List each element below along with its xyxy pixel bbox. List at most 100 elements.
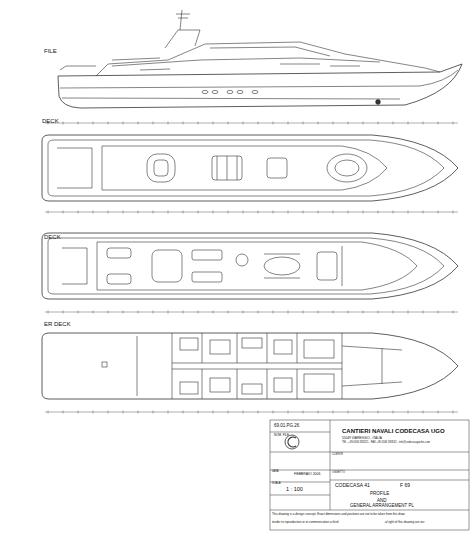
ruler-tick [108, 211, 109, 214]
ruler-tick [363, 122, 364, 125]
ruler-tick [288, 122, 289, 125]
ruler-tick [348, 211, 349, 214]
field-name: CLIENTE [332, 454, 343, 457]
ruler-tick [258, 122, 259, 125]
project-code: F 69 [400, 483, 410, 489]
ruler-tick [438, 211, 439, 214]
ruler-tick [378, 311, 379, 314]
ruler-tick [198, 411, 199, 414]
ruler-tick [243, 411, 244, 414]
ruler-tick [213, 211, 214, 214]
ruler-tick [243, 211, 244, 214]
view-label: DECK [42, 118, 59, 125]
ruler-tick [288, 211, 289, 214]
ruler-tick [348, 311, 349, 314]
ruler-tick [393, 211, 394, 214]
ruler-tick [333, 411, 334, 414]
ruler-line [45, 123, 458, 124]
ruler-tick [303, 211, 304, 214]
ruler-line [45, 312, 458, 313]
main-deck-plan [42, 233, 458, 299]
ruler-tick [273, 411, 274, 414]
ruler-tick [393, 122, 394, 125]
ruler-tick [303, 122, 304, 125]
ruler-line [45, 212, 458, 213]
ruler-tick [288, 311, 289, 314]
ruler-tick [243, 122, 244, 125]
ruler-tick [453, 311, 454, 314]
ruler-tick [213, 411, 214, 414]
ruler-tick [423, 311, 424, 314]
ruler-tick [318, 211, 319, 214]
ruler-tick [93, 411, 94, 414]
ruler-tick [408, 311, 409, 314]
ruler-tick [228, 311, 229, 314]
ruler-tick [408, 211, 409, 214]
company-name: CANTIERI NAVALI CODECASA UGO [342, 428, 445, 435]
ruler-tick [228, 411, 229, 414]
drawing-number: 69.01.PG.26 [274, 424, 299, 429]
ruler-tick [138, 311, 139, 314]
ruler-tick [258, 311, 259, 314]
rights-note: al right of this drawing are our [385, 521, 425, 524]
ruler-tick [453, 122, 454, 125]
ruler-tick [453, 411, 454, 414]
ruler-tick [78, 311, 79, 314]
ruler-tick [258, 411, 259, 414]
ruler-tick [63, 211, 64, 214]
ruler-tick [333, 311, 334, 314]
ruler-tick [438, 411, 439, 414]
ruler-tick [63, 311, 64, 314]
ruler-tick [303, 311, 304, 314]
ruler-tick [63, 411, 64, 414]
ruler-tick [108, 122, 109, 125]
profile-view [58, 10, 462, 108]
ruler-tick [438, 122, 439, 125]
ruler-tick [348, 122, 349, 125]
ruler-tick [423, 411, 424, 414]
ruler-tick [408, 411, 409, 414]
ruler-tick [198, 211, 199, 214]
ruler-tick [183, 411, 184, 414]
ruler-tick [93, 311, 94, 314]
ruler-tick [153, 211, 154, 214]
ruler-tick [168, 211, 169, 214]
ruler-tick [78, 411, 79, 414]
drawing-title: GENERAL ARRANGEMENT PL [350, 504, 414, 509]
ruler-tick [48, 411, 49, 414]
lower-deck-plan [42, 333, 458, 399]
ruler-tick [168, 311, 169, 314]
ruler-tick [333, 122, 334, 125]
ruler-tick [198, 122, 199, 125]
field-name: DATA [272, 471, 279, 474]
ruler-tick [138, 411, 139, 414]
ruler-tick [378, 211, 379, 214]
ruler-tick [423, 122, 424, 125]
ruler-tick [213, 311, 214, 314]
ruler-tick [78, 211, 79, 214]
title-block [270, 420, 469, 530]
project-name: CODECASA 41 [335, 483, 370, 489]
ruler-tick [378, 122, 379, 125]
view-label: FILE [44, 48, 57, 55]
ruler-tick [168, 122, 169, 125]
ruler-tick [138, 211, 139, 214]
ruler-tick [123, 311, 124, 314]
ruler-tick [153, 411, 154, 414]
ruler-tick [273, 122, 274, 125]
date: FEBBRAIO 2006 [294, 473, 320, 477]
ruler-tick [363, 311, 364, 314]
ruler-tick [243, 311, 244, 314]
ruler-tick [153, 122, 154, 125]
company-address: 55049 VIAREGGIO - ITALIA [342, 437, 382, 441]
field-name: OGGETTO [332, 472, 345, 475]
ruler-tick [183, 122, 184, 125]
company-contact: TEL. +39 0584 383221 - FAX +39 0584 3835… [342, 442, 430, 445]
field-name: NOM. FILE [274, 434, 289, 437]
field-name: SCALA [272, 483, 281, 486]
ruler-tick [363, 411, 364, 414]
ruler-tick [108, 311, 109, 314]
ruler-tick [333, 211, 334, 214]
ruler-tick [423, 211, 424, 214]
